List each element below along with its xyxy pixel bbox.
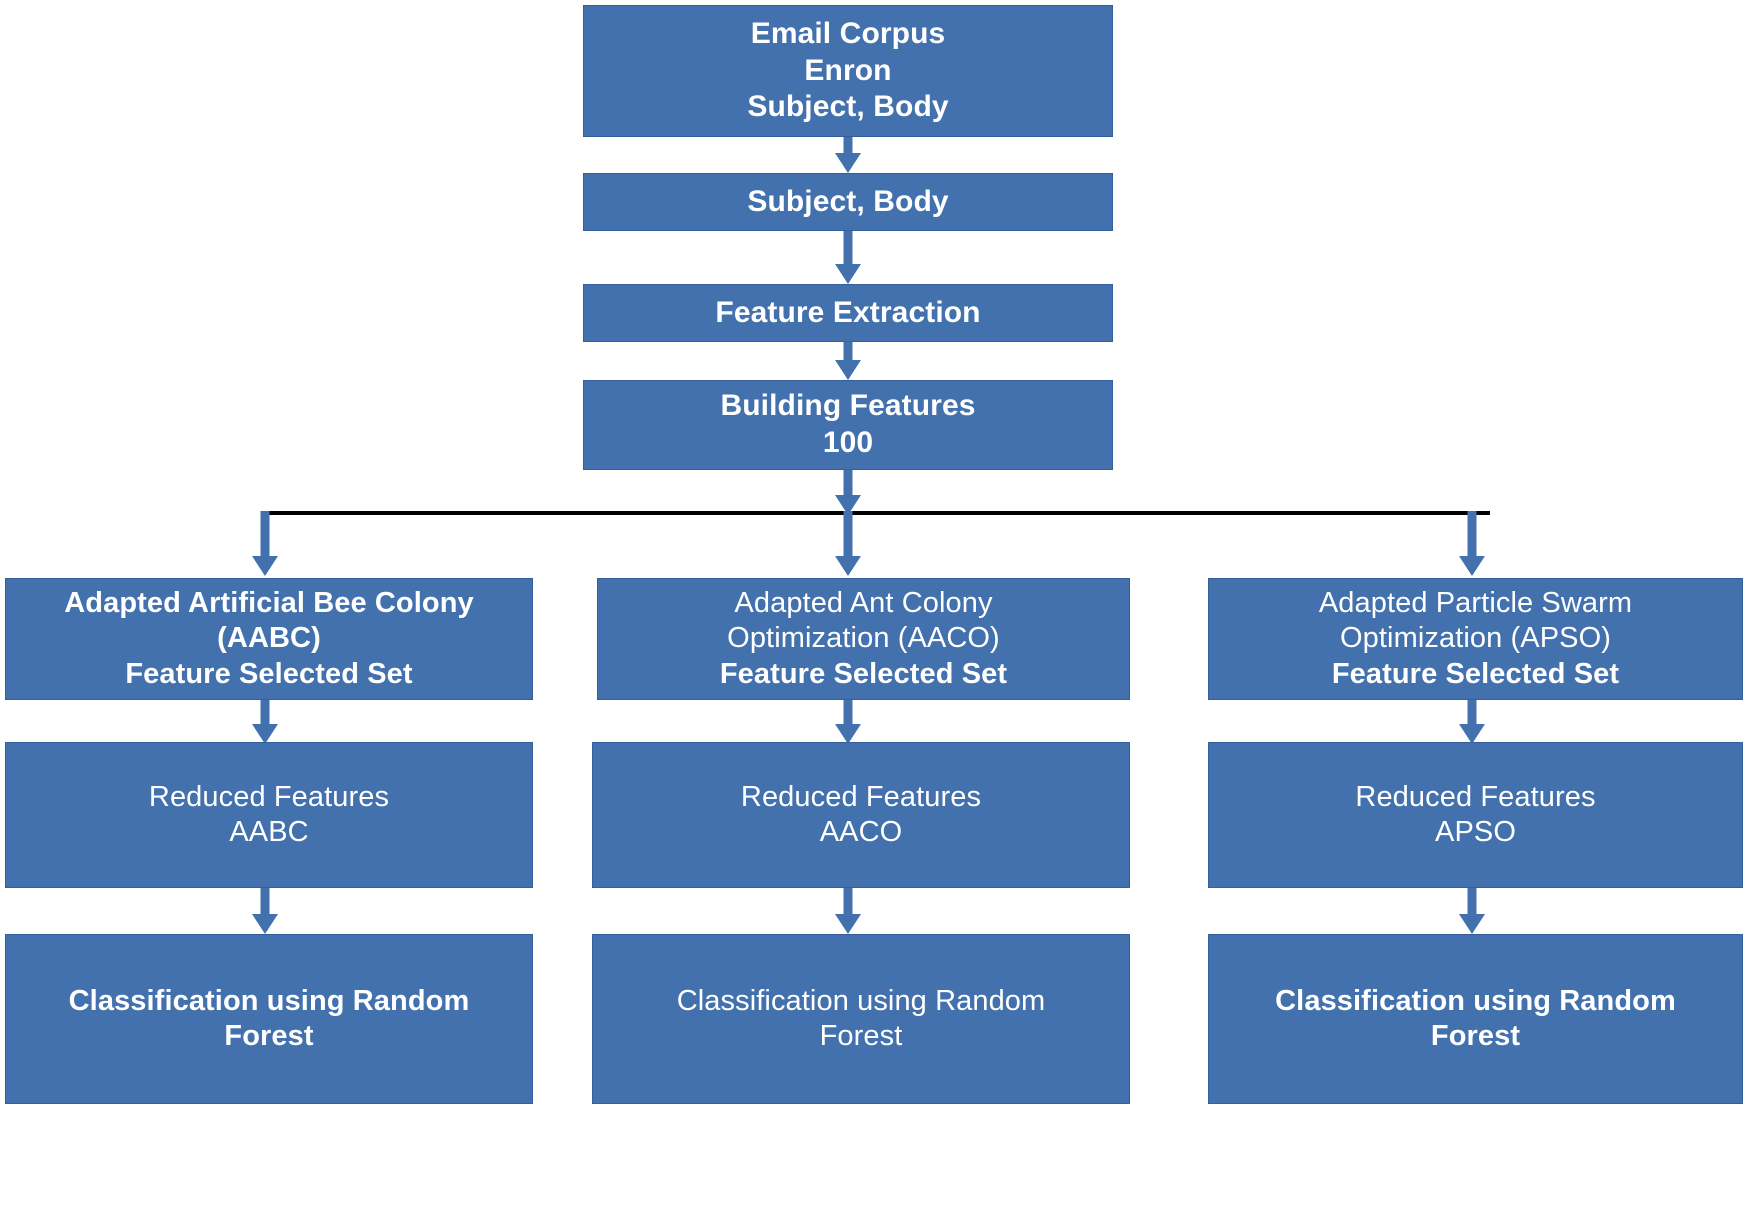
arrow-split-to-aabc	[251, 511, 279, 576]
node-aaco-classifier[interactable]: Classification using Random Forest	[592, 934, 1130, 1104]
node-email-corpus-line-2: Enron	[804, 53, 892, 87]
node-aaco-algorithm-line-2: Optimization (AACO)	[727, 622, 1000, 655]
node-aabc-reduced-line-2: AABC	[229, 816, 309, 848]
node-aabc-algorithm[interactable]: Adapted Artificial Bee Colony (AABC) Fea…	[5, 578, 533, 700]
node-apso-classifier-line-2: Forest	[1430, 1020, 1521, 1052]
node-aabc-classifier[interactable]: Classification using Random Forest	[5, 934, 533, 1104]
node-apso-reduced-line-2: APSO	[1435, 816, 1516, 848]
node-aaco-algorithm-line-1: Adapted Ant Colony	[734, 586, 993, 619]
node-apso-classifier[interactable]: Classification using Random Forest	[1208, 934, 1743, 1104]
node-building-features-line-1: Building Features	[720, 389, 976, 423]
arrow-apso-reduced-to-classifier	[1458, 888, 1486, 934]
node-subject-body[interactable]: Subject, Body	[583, 173, 1113, 231]
node-aaco-classifier-line-2: Forest	[819, 1020, 903, 1052]
node-aaco-algorithm[interactable]: Adapted Ant Colony Optimization (AACO) F…	[597, 578, 1130, 700]
node-feature-extraction-line-1: Feature Extraction	[715, 295, 981, 329]
node-aaco-classifier-line-1: Classification using Random	[676, 984, 1046, 1017]
node-aaco-reduced-line-1: Reduced Features	[740, 780, 982, 813]
node-aaco-reduced[interactable]: Reduced Features AACO	[592, 742, 1130, 888]
arrow-aaco-algorithm-to-reduced	[834, 700, 862, 744]
node-aabc-reduced-line-1: Reduced Features	[148, 780, 390, 813]
node-apso-reduced[interactable]: Reduced Features APSO	[1208, 742, 1743, 888]
node-aabc-algorithm-line-1: Adapted Artificial Bee Colony	[64, 586, 474, 619]
arrow-fields-to-extraction	[834, 231, 862, 284]
arrow-aabc-reduced-to-classifier	[251, 888, 279, 934]
arrow-split-to-aaco	[834, 511, 862, 576]
node-apso-algorithm-line-2: Optimization (APSO)	[1339, 622, 1612, 655]
node-apso-algorithm-line-1: Adapted Particle Swarm	[1318, 586, 1633, 619]
node-aaco-algorithm-line-3: Feature Selected Set	[719, 657, 1008, 690]
node-aabc-algorithm-line-2: (AABC)	[217, 622, 321, 655]
node-subject-body-line-1: Subject, Body	[747, 184, 949, 218]
node-aaco-reduced-line-2: AACO	[819, 816, 903, 848]
arrow-aaco-reduced-to-classifier	[834, 888, 862, 934]
node-aabc-reduced[interactable]: Reduced Features AABC	[5, 742, 533, 888]
node-apso-classifier-line-1: Classification using Random	[1275, 984, 1676, 1017]
arrow-aabc-algorithm-to-reduced	[251, 700, 279, 744]
node-email-corpus[interactable]: Email Corpus Enron Subject, Body	[583, 5, 1113, 137]
node-apso-reduced-line-1: Reduced Features	[1355, 780, 1596, 813]
node-apso-algorithm[interactable]: Adapted Particle Swarm Optimization (APS…	[1208, 578, 1743, 700]
node-email-corpus-line-3: Subject, Body	[747, 90, 949, 124]
arrow-extraction-to-building	[834, 342, 862, 380]
node-email-corpus-line-1: Email Corpus	[750, 17, 946, 51]
node-building-features[interactable]: Building Features 100	[583, 380, 1113, 470]
branch-bus-line	[262, 511, 1490, 515]
arrow-building-to-split	[834, 470, 862, 515]
node-aabc-classifier-line-1: Classification using Random	[68, 984, 470, 1017]
node-building-features-line-2: 100	[822, 426, 874, 459]
node-aabc-algorithm-line-3: Feature Selected Set	[125, 657, 413, 690]
node-feature-extraction[interactable]: Feature Extraction	[583, 284, 1113, 342]
node-apso-algorithm-line-3: Feature Selected Set	[1331, 657, 1620, 690]
arrow-apso-algorithm-to-reduced	[1458, 700, 1486, 744]
arrow-split-to-apso	[1458, 511, 1486, 576]
arrow-corpus-to-fields	[834, 137, 862, 173]
node-aabc-classifier-line-2: Forest	[224, 1020, 314, 1052]
